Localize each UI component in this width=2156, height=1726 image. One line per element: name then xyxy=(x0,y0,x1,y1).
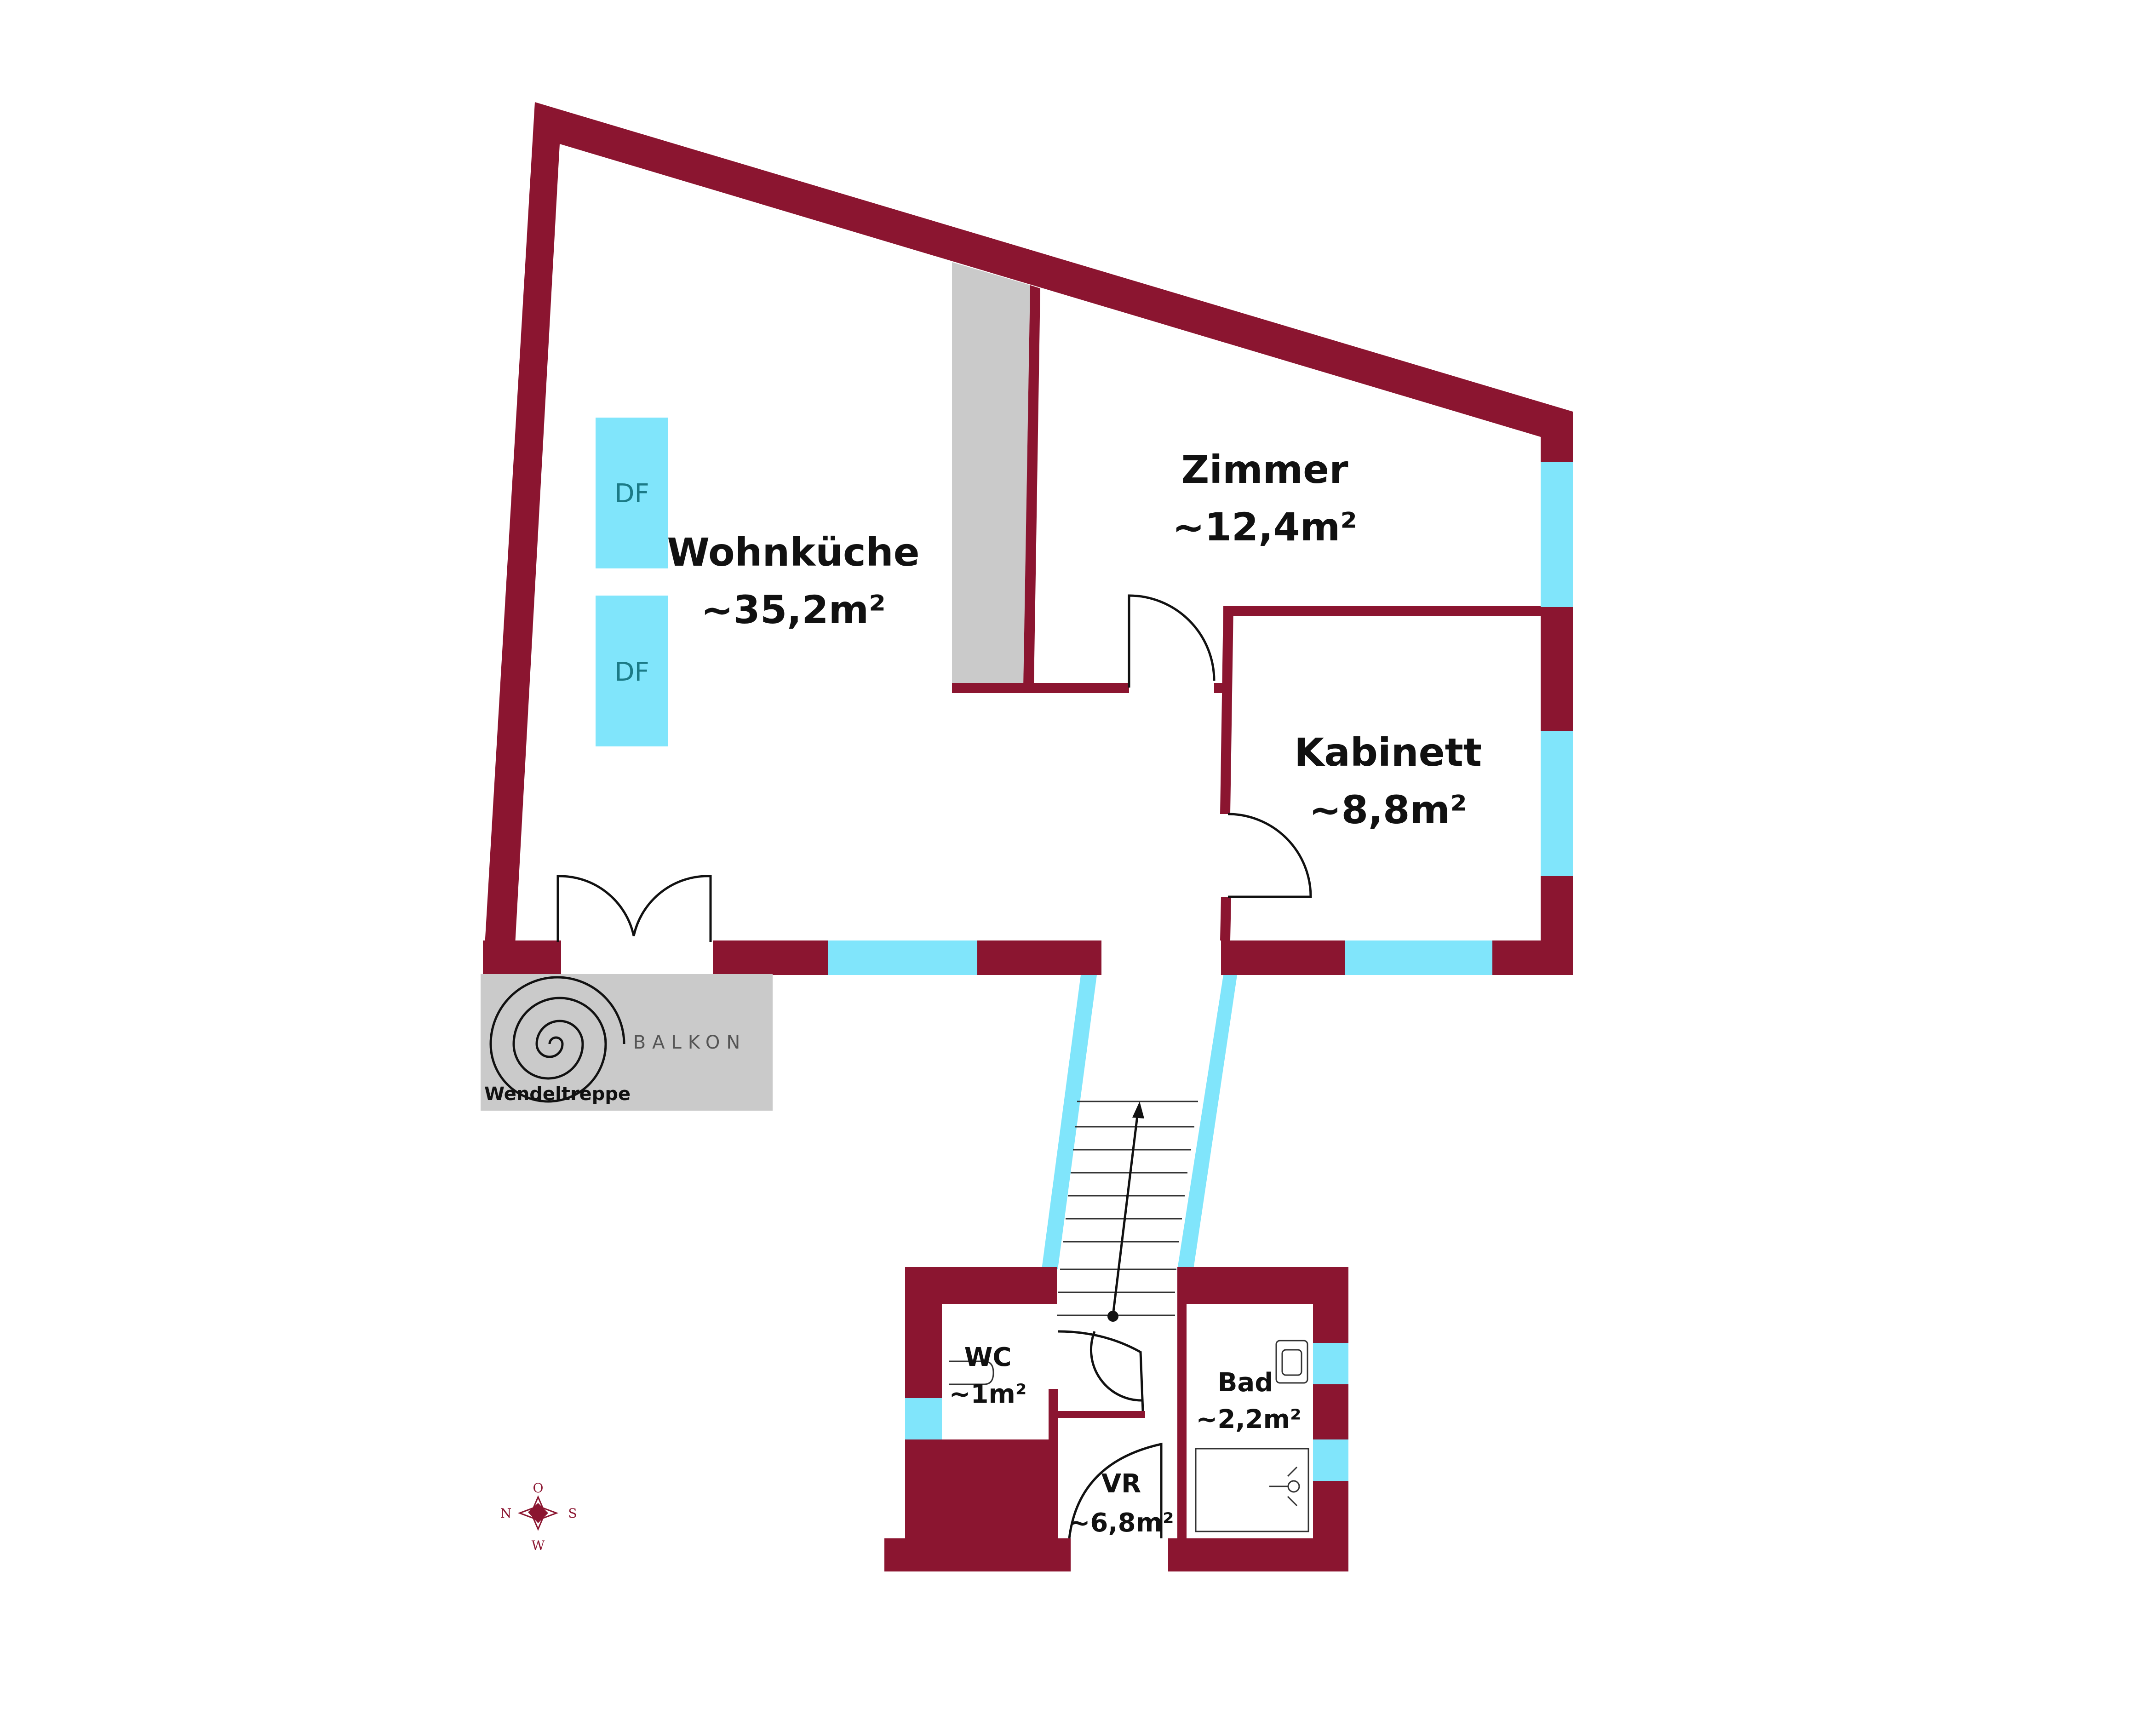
balkon-label: BALKON xyxy=(633,1032,747,1053)
bad-name: Bad xyxy=(1218,1368,1273,1398)
kabinett-area: ~8,8m² xyxy=(1309,787,1467,832)
zimmer-name: Zimmer xyxy=(1181,447,1348,492)
lower-walls xyxy=(884,1267,1348,1571)
compass-east: O xyxy=(533,1480,544,1496)
wendeltreppe-label: Wendeltreppe xyxy=(484,1084,631,1105)
staircase xyxy=(1042,975,1237,1322)
windows xyxy=(828,462,1573,975)
zimmer-area: ~12,4m² xyxy=(1172,505,1357,550)
wohnkueche-name: Wohnküche xyxy=(667,530,919,575)
skylight-1-label: DF xyxy=(614,479,649,509)
vr-area: ~6,8m² xyxy=(1068,1508,1174,1538)
toilet-icon xyxy=(949,1360,994,1385)
shower-tray-icon xyxy=(1195,1448,1309,1532)
stair-start-dot xyxy=(1107,1311,1118,1322)
stair-arrow-head xyxy=(1132,1101,1144,1118)
stair-arrow xyxy=(1112,1108,1140,1316)
outer-walls xyxy=(483,102,1573,975)
lower-windows xyxy=(905,1343,1348,1481)
skylight-1 xyxy=(596,418,668,568)
compass-icon: O W N S xyxy=(500,1480,577,1553)
bad-area: ~2,2m² xyxy=(1196,1405,1301,1434)
compass-west: W xyxy=(532,1538,545,1553)
lower-fixtures xyxy=(949,1330,1309,1539)
spiral-stair-icon xyxy=(489,976,625,1103)
compass-south: S xyxy=(568,1506,577,1521)
sink-icon xyxy=(1275,1340,1308,1384)
wc-area: ~1m² xyxy=(949,1379,1027,1409)
vr-name: VR xyxy=(1101,1469,1141,1499)
wohnkueche-area: ~35,2m² xyxy=(701,587,886,632)
sink-basin-icon xyxy=(1281,1349,1302,1376)
shower-drain-icon xyxy=(1287,1480,1300,1493)
skylights: DF DF xyxy=(596,418,668,746)
interior-walls xyxy=(952,262,1541,940)
compass-north: N xyxy=(500,1506,512,1521)
wc-name: WC xyxy=(964,1342,1012,1372)
skylight-2-label: DF xyxy=(614,657,649,687)
wc-door xyxy=(1057,1330,1144,1411)
zimmer-door xyxy=(1128,594,1216,688)
room-labels: Wohnküche ~35,2m² Zimmer ~12,4m² Kabinet… xyxy=(667,447,1481,1538)
shaft xyxy=(952,262,1030,688)
kabinett-name: Kabinett xyxy=(1294,730,1482,775)
skylight-2 xyxy=(596,596,668,746)
balkon: BALKON Wendeltreppe xyxy=(481,974,773,1111)
kabinett-door xyxy=(1227,813,1312,898)
vr-door xyxy=(1068,1442,1163,1539)
balcony-door xyxy=(556,875,712,942)
doors xyxy=(556,594,1312,942)
